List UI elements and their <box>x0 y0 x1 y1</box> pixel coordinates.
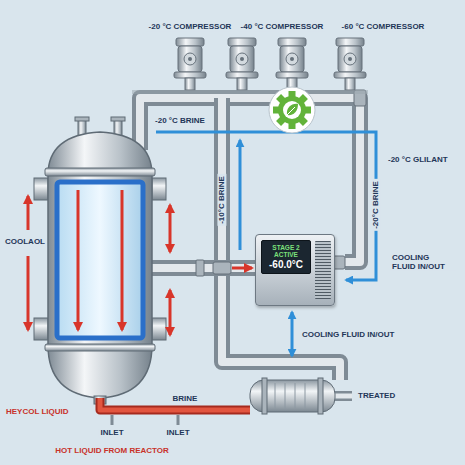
pipe-label: COOLING FLUID IN/OUT <box>390 253 456 271</box>
pipe-label: COOLAOL <box>3 237 47 246</box>
pipe-label: HEYCOL LIQUID <box>4 407 71 416</box>
pipe-label: -10°C BRINE <box>217 174 226 226</box>
temperature-readout: -60.0°C <box>264 259 308 271</box>
pipe-label: -60 °C COMPRESSOR <box>340 22 427 31</box>
pipe-label: -20°C BRINE <box>371 179 380 231</box>
pipe-label: INLET <box>164 428 191 437</box>
pipe-label: INLET <box>98 428 125 437</box>
pipe-label: -40 °C COMPRESSOR <box>239 22 326 31</box>
display-screen: STAGE 2 ACTIVE-60.0°C <box>261 240 311 274</box>
vent-grill <box>315 241 331 299</box>
pipe-label: -20 °C COMPRESSOR <box>147 22 234 31</box>
pipe-label: TREATED <box>356 391 397 400</box>
pipe-label: -20 °C BRINE <box>153 116 207 125</box>
chiller-unit: STAGE 2 ACTIVE-60.0°C <box>255 234 335 306</box>
pipe-label: BRINE <box>171 394 200 403</box>
pipe-label: HOT LIQUID FROM REACTOR <box>53 446 171 455</box>
status-text: STAGE 2 ACTIVE <box>264 244 308 259</box>
pipe-label: -20 °C GLILANT <box>386 155 450 164</box>
pipe-label: COOLING FLUID IN/OUT <box>300 330 396 339</box>
